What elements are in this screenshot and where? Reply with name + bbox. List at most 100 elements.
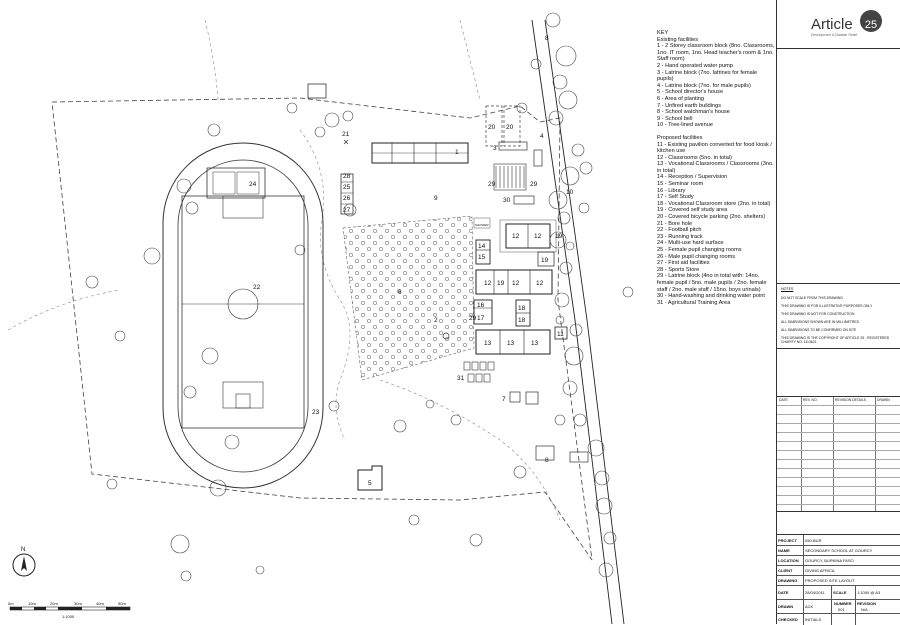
latrine-block-29 <box>493 163 527 191</box>
label-9: 9 <box>434 195 438 202</box>
rev-header-drawn: DRAWN <box>877 398 890 402</box>
proposed-title: Proposed facilities <box>657 134 703 141</box>
proposed-list: 11 - Existing pavilion converted for foo… <box>657 142 775 307</box>
key-item: 27 - First aid facilities <box>657 260 710 267</box>
label-26: 26 <box>343 195 351 202</box>
north-arrow: N <box>12 547 36 577</box>
key-item: 6 - Area of planting <box>657 95 704 102</box>
planting-area <box>342 215 475 381</box>
shower-shed <box>473 217 491 229</box>
football-pitch <box>181 195 305 429</box>
svg-text:1:1000: 1:1000 <box>62 614 75 619</box>
changing-rooms-block <box>340 173 354 215</box>
classroom-row-2 <box>475 269 553 295</box>
bore-hole <box>343 139 349 145</box>
location-label: LOCATION <box>778 558 799 563</box>
site-plan: 1 3 4 5 6 7 8 8 9 10 11 12 12 12 12 12 1… <box>7 12 634 624</box>
watchman-annex <box>569 451 589 463</box>
footpath <box>204 19 219 101</box>
block-16-17 <box>473 299 493 325</box>
drawing-label: DRAWING <box>778 578 798 583</box>
label-shower: SHOWER <box>475 223 489 227</box>
rev-header-details: REVISION DETAILS <box>835 398 867 402</box>
project-label: PROJECT <box>778 538 797 543</box>
footpath <box>7 289 121 331</box>
label-19b: 19 <box>541 257 549 264</box>
logo-number: 25 <box>860 10 882 32</box>
rev-header-date: DATE <box>779 398 788 402</box>
label-21: 21 <box>342 131 350 138</box>
agricultural-training-area <box>463 361 495 383</box>
key-item: 4 - Latrine block (7no. for male pupils) <box>657 82 751 89</box>
label-5: 5 <box>368 480 372 487</box>
label-16: 16 <box>477 302 485 309</box>
notes-title: NOTES <box>781 287 794 291</box>
key-item: 23 - Running track <box>657 233 703 240</box>
label-8b: 8 <box>545 457 549 464</box>
running-track-inner <box>177 159 309 473</box>
checked-label: CHECKED <box>778 617 798 622</box>
label-13b: 13 <box>507 340 515 347</box>
revision-value: N/A <box>861 607 868 612</box>
drawing-value: PROPOSED SITE LAYOUT <box>805 578 855 583</box>
note-line: ALL DIMENSIONS SHOWN ARE IN MILLIMETRES <box>781 320 859 324</box>
svg-text:20m: 20m <box>50 601 58 606</box>
logo-tagline: Development & Disaster Relief <box>811 33 858 37</box>
trees <box>85 12 634 582</box>
bicycle-shelter <box>503 105 521 147</box>
location-value: GOURCY, BURKINA FASO <box>805 558 854 563</box>
label-19c: 19 <box>497 280 505 287</box>
label-8: 8 <box>545 35 549 42</box>
name-label: NAME <box>778 548 790 553</box>
label-29b: 29 <box>530 181 538 188</box>
label-3: 3 <box>493 145 497 152</box>
running-track-outer <box>162 142 324 489</box>
label-29c: 29 <box>469 315 477 322</box>
key-item: 8 - School watchman's house <box>657 109 730 116</box>
scale-label: SCALE <box>833 590 847 595</box>
directors-house <box>357 465 383 491</box>
key-item: 2 - Hand operated water pump <box>657 62 733 69</box>
drawn-value: ACK <box>805 604 814 609</box>
key-item: 26 - Male pupil changing rooms <box>657 253 736 260</box>
label-27: 27 <box>343 207 351 214</box>
label-29a: 29 <box>488 181 496 188</box>
project-value: 050-BUR <box>805 538 822 543</box>
earth-building <box>525 391 539 405</box>
key-item: 15 - Seminar room <box>657 181 704 188</box>
bicycle-shelter <box>485 105 503 147</box>
client-label: CLIENT <box>778 568 793 573</box>
road-edge-left <box>531 19 613 624</box>
checked-value: INITIALS <box>805 617 822 622</box>
latrine-block-4 <box>533 149 543 167</box>
footpath <box>379 379 561 521</box>
key-item: 24 - Multi-use hard surface <box>657 240 724 247</box>
date-value: 28/04/2011 <box>805 590 825 595</box>
label-18a: 18 <box>518 305 526 312</box>
label-23: 23 <box>312 409 320 416</box>
number-label: NUMBER <box>834 601 852 606</box>
svg-text:0m: 0m <box>8 601 14 606</box>
svg-text:10m: 10m <box>28 601 36 606</box>
small-shed <box>307 83 327 99</box>
label-19a: 19 <box>555 233 563 240</box>
key-item: 13 - Vocational Classrooms / Classrooms … <box>657 161 774 174</box>
centre-circle <box>227 288 259 320</box>
label-11: 11 <box>557 331 564 338</box>
key-item: 9 - School bell <box>657 115 693 122</box>
label-7: 7 <box>502 396 506 403</box>
key-item: 3 - Latrine block (7no. latrines for fem… <box>657 69 758 83</box>
key-item: 16 - Library <box>657 187 686 194</box>
key-item: 17 - Self Study <box>657 194 694 201</box>
key-item: 12 - Classrooms (5no. in total) <box>657 154 732 161</box>
label-22: 22 <box>253 284 261 291</box>
key-item: 29 - Latrine block (4no in total with: 1… <box>657 273 767 293</box>
label-12d: 12 <box>512 280 520 287</box>
label-30: 30 <box>503 197 511 204</box>
hand-pump <box>442 332 450 340</box>
label-25: 25 <box>343 184 351 191</box>
name-value: SECONDARY SCHOOL AT GOURCY <box>805 548 873 553</box>
label-10: 10 <box>566 189 574 196</box>
watchman-house <box>535 445 555 461</box>
